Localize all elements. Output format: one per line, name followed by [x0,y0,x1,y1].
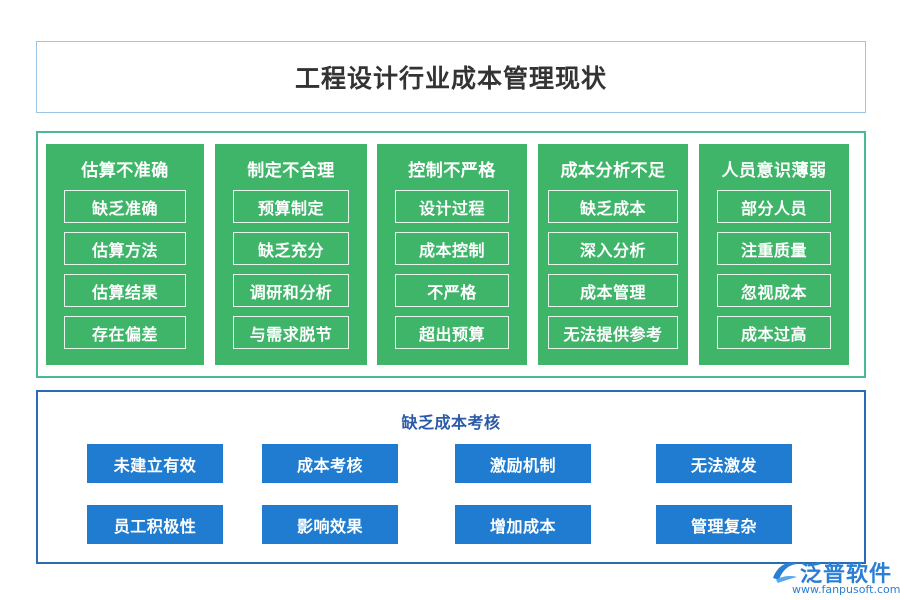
page-title: 工程设计行业成本管理现状 [294,64,607,93]
column-awareness: 人员意识薄弱 部分人员 注重质量 忽视成本 成本过高 [699,144,849,365]
assessment-item: 员工积极性 [87,505,223,544]
column-budget: 制定不合理 预算制定 缺乏充分 调研和分析 与需求脱节 [215,144,367,365]
column-title: 人员意识薄弱 [721,161,827,181]
column-item: 成本过高 [717,316,831,349]
column-title: 制定不合理 [247,161,335,181]
column-item: 与需求脱节 [233,316,349,349]
column-item: 成本控制 [395,232,509,265]
column-title: 估算不准确 [81,161,169,181]
column-title: 控制不严格 [408,161,496,181]
column-item: 注重质量 [717,232,831,265]
column-control: 控制不严格 设计过程 成本控制 不严格 超出预算 [377,144,527,365]
column-title: 成本分析不足 [560,161,666,181]
title-box: 工程设计行业成本管理现状 [36,41,866,113]
assessment-item: 影响效果 [262,505,398,544]
assessment-title: 缺乏成本考核 [401,413,501,432]
assessment-item: 无法激发 [656,444,792,483]
column-item: 忽视成本 [717,274,831,307]
column-item: 深入分析 [548,232,678,265]
column-analysis: 成本分析不足 缺乏成本 深入分析 成本管理 无法提供参考 [538,144,688,365]
column-item: 设计过程 [395,190,509,223]
column-item: 预算制定 [233,190,349,223]
column-item: 无法提供参考 [548,316,678,349]
assessment-item: 激励机制 [455,444,591,483]
column-item: 成本管理 [548,274,678,307]
column-item: 不严格 [395,274,509,307]
logo-mark-icon [773,562,798,583]
assessment-item: 增加成本 [455,505,591,544]
column-estimation: 估算不准确 缺乏准确 估算方法 估算结果 存在偏差 [46,144,204,365]
assessment-item: 成本考核 [262,444,398,483]
logo-name: 泛普软件 [800,562,893,587]
logo-url: www.fanpusoft.com [792,583,900,596]
assessment-item: 未建立有效 [87,444,223,483]
column-item: 缺乏充分 [233,232,349,265]
column-item: 缺乏成本 [548,190,678,223]
column-item: 估算方法 [64,232,186,265]
column-item: 部分人员 [717,190,831,223]
assessment-panel: 缺乏成本考核 未建立有效 成本考核 激励机制 无法激发 员工积极性 影响效果 增… [36,390,866,564]
column-item: 超出预算 [395,316,509,349]
column-item: 缺乏准确 [64,190,186,223]
column-item: 存在偏差 [64,316,186,349]
assessment-item: 管理复杂 [656,505,792,544]
column-item: 估算结果 [64,274,186,307]
brand-logo: 泛普软件 www.fanpusoft.com [770,556,900,596]
column-item: 调研和分析 [233,274,349,307]
